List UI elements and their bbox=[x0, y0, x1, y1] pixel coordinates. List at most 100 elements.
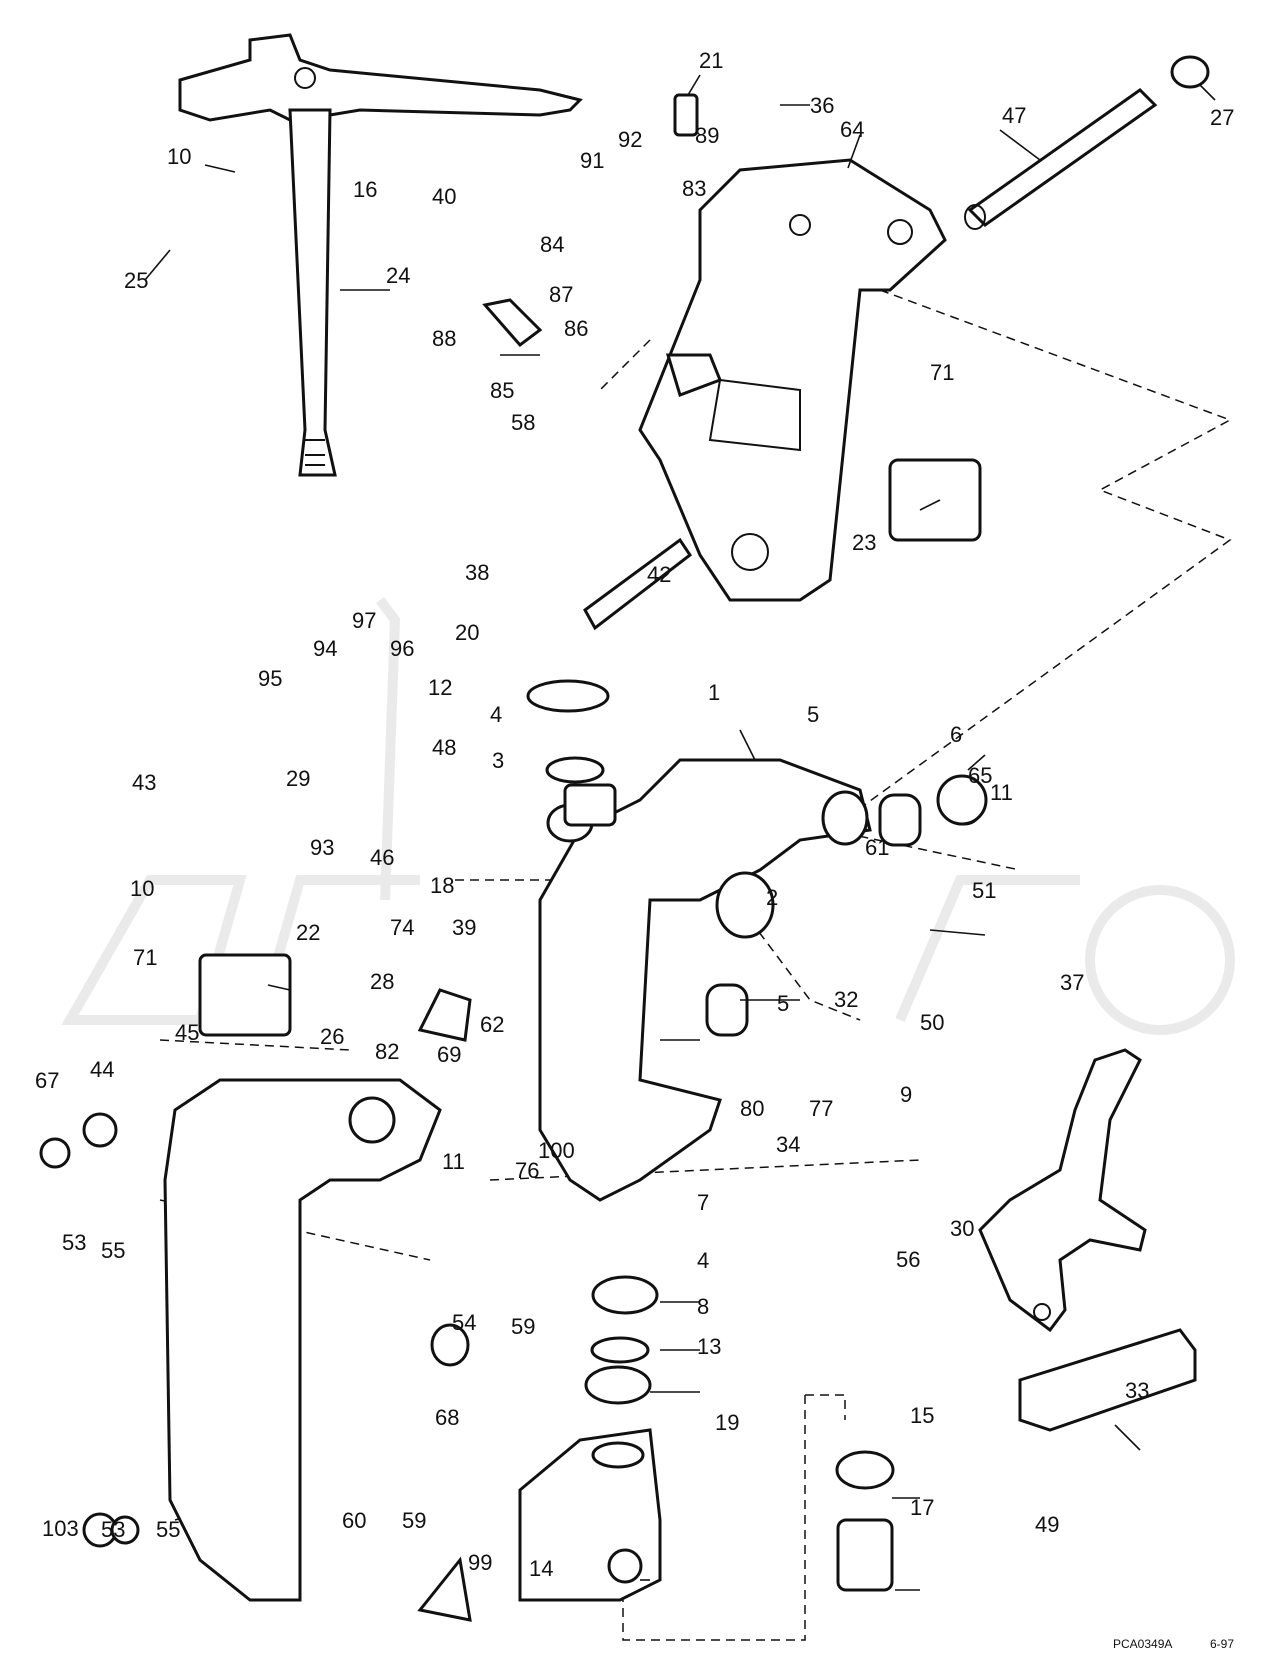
part-number-label: 51 bbox=[972, 878, 996, 903]
part-number-label: 12 bbox=[428, 675, 452, 700]
part-number-label: 93 bbox=[310, 835, 334, 860]
part-number-label: 21 bbox=[699, 48, 723, 73]
part-number-label: 55 bbox=[101, 1238, 125, 1263]
part-number-label: 14 bbox=[529, 1556, 553, 1581]
part-number-label: 39 bbox=[452, 915, 476, 940]
part-number-label: 26 bbox=[320, 1024, 344, 1049]
part-number-label: 84 bbox=[540, 232, 564, 257]
part-number-label: 60 bbox=[342, 1508, 366, 1533]
part-number-label: 23 bbox=[852, 530, 876, 555]
part-number-label: 61 bbox=[865, 835, 889, 860]
part-number-label: 1 bbox=[708, 680, 720, 705]
part-number-label: 18 bbox=[430, 873, 454, 898]
part-number-label: 83 bbox=[682, 176, 706, 201]
tilt-tube bbox=[964, 55, 1210, 230]
part-number-label: 62 bbox=[480, 1012, 504, 1037]
part-number-label: 9 bbox=[900, 1082, 912, 1107]
part-number-label: 48 bbox=[432, 735, 456, 760]
part-number-label: 77 bbox=[809, 1096, 833, 1121]
part-number-label: 55 bbox=[156, 1517, 180, 1542]
part-number-label: 34 bbox=[776, 1132, 800, 1157]
part-number-label: 46 bbox=[370, 845, 394, 870]
part-number-label: 59 bbox=[511, 1314, 535, 1339]
part-number-label: 32 bbox=[834, 987, 858, 1012]
part-number-label: 103 bbox=[42, 1516, 79, 1541]
part-number-label: 65 bbox=[968, 763, 992, 788]
part-number-label: 25 bbox=[124, 268, 148, 293]
part-number-label: 74 bbox=[390, 915, 414, 940]
part-number-label: 86 bbox=[564, 316, 588, 341]
part-number-label: 19 bbox=[715, 1410, 739, 1435]
part-number-label: 53 bbox=[62, 1230, 86, 1255]
reference-code: PCA0349A bbox=[1113, 1637, 1172, 1651]
part-number-label: 28 bbox=[370, 969, 394, 994]
part-number-label: 30 bbox=[950, 1216, 974, 1241]
part-number-label: 43 bbox=[132, 770, 156, 795]
part-number-label: 20 bbox=[455, 620, 479, 645]
part-number-label: 27 bbox=[1210, 105, 1234, 130]
leader-lines bbox=[144, 74, 1216, 1601]
part-number-label: 99 bbox=[468, 1550, 492, 1575]
part-number-label: 69 bbox=[437, 1042, 461, 1067]
part-number-label: 7 bbox=[697, 1190, 709, 1215]
part-number-label: 58 bbox=[511, 410, 535, 435]
part-number-label: 92 bbox=[618, 127, 642, 152]
part-number-label: 22 bbox=[296, 920, 320, 945]
part-number-label: 47 bbox=[1002, 103, 1026, 128]
part-number-label: 91 bbox=[580, 148, 604, 173]
part-number-label: 68 bbox=[435, 1405, 459, 1430]
part-number-label: 89 bbox=[695, 123, 719, 148]
steering-arm-assembly bbox=[178, 33, 583, 477]
part-number-label: 5 bbox=[777, 991, 789, 1016]
part-number-label: 10 bbox=[130, 876, 154, 901]
part-number-label: 5 bbox=[807, 702, 819, 727]
part-number-label: 6 bbox=[950, 722, 962, 747]
part-number-label: 82 bbox=[375, 1039, 399, 1064]
part-number-label: 37 bbox=[1060, 970, 1084, 995]
part-number-label: 85 bbox=[490, 378, 514, 403]
part-number-label: 29 bbox=[286, 766, 310, 791]
part-number-label: 49 bbox=[1035, 1512, 1059, 1537]
part-number-label: 16 bbox=[353, 177, 377, 202]
part-number-label: 2 bbox=[766, 885, 778, 910]
part-number-label: 87 bbox=[549, 282, 573, 307]
part-number-label: 45 bbox=[175, 1020, 199, 1045]
stern-bracket-left bbox=[163, 1078, 442, 1602]
part-number-label: 11 bbox=[442, 1149, 465, 1174]
part-number-label: 88 bbox=[432, 326, 456, 351]
part-number-label: 80 bbox=[740, 1096, 764, 1121]
part-number-label: 50 bbox=[920, 1010, 944, 1035]
part-number-label: 17 bbox=[910, 1495, 934, 1520]
part-number-label: 94 bbox=[313, 636, 337, 661]
part-number-label: 54 bbox=[452, 1310, 476, 1335]
lower-swivel-parts bbox=[39, 93, 1197, 1622]
part-number-label: 71 bbox=[930, 360, 954, 385]
part-number-label: 56 bbox=[896, 1247, 920, 1272]
part-number-label: 67 bbox=[35, 1068, 59, 1093]
part-number-label: 24 bbox=[386, 263, 410, 288]
part-number-label: 4 bbox=[697, 1248, 709, 1273]
part-number-label: 44 bbox=[90, 1057, 114, 1082]
part-number-label: 40 bbox=[432, 184, 456, 209]
part-number-label: 76 bbox=[515, 1158, 539, 1183]
part-number-label: 100 bbox=[538, 1138, 575, 1163]
part-number-label: 8 bbox=[697, 1294, 709, 1319]
part-number-label: 13 bbox=[697, 1334, 721, 1359]
part-number-label: 97 bbox=[352, 608, 376, 633]
part-number-label: 95 bbox=[258, 666, 282, 691]
part-number-label: 38 bbox=[465, 560, 489, 585]
part-number-label: 53 bbox=[101, 1517, 125, 1542]
part-number-label: 59 bbox=[402, 1508, 426, 1533]
part-number-label: 36 bbox=[810, 93, 834, 118]
part-number-label: 10 bbox=[167, 144, 191, 169]
part-number-label: 33 bbox=[1125, 1378, 1149, 1403]
part-number-label: 64 bbox=[840, 117, 864, 142]
part-number-label: 4 bbox=[490, 702, 502, 727]
part-number-label: 3 bbox=[492, 748, 504, 773]
part-number-label: 15 bbox=[910, 1403, 934, 1428]
part-number-label: 11 bbox=[990, 780, 1013, 805]
tilt-lever bbox=[978, 1048, 1147, 1333]
part-number-label: 71 bbox=[133, 945, 157, 970]
